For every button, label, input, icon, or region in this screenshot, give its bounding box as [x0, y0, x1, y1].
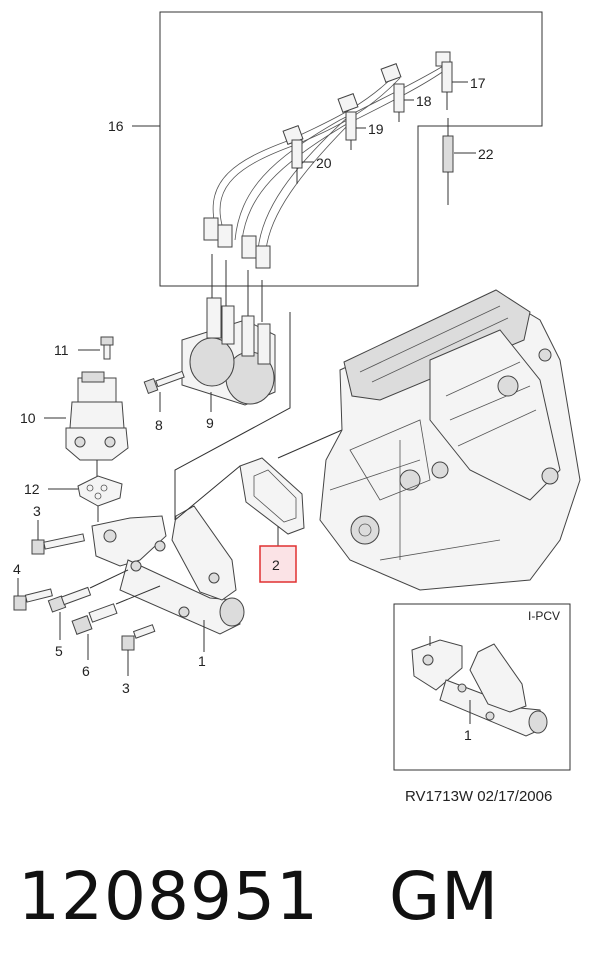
bolt-3-lower — [121, 624, 156, 651]
exploded-parts-diagram: 16 17 18 19 20 22 9 8 11 — [13, 11, 581, 771]
part-number: 1208951 — [18, 858, 319, 935]
callout-17: 17 — [470, 75, 486, 91]
callout-3-upper: 3 — [33, 503, 41, 519]
inset-title: I-PCV — [528, 609, 560, 623]
callout-19: 19 — [368, 121, 384, 137]
bolt-4 — [13, 588, 53, 611]
bolt-11 — [100, 336, 114, 360]
callout-16: 16 — [108, 118, 124, 134]
thermostat-housing-group — [91, 505, 245, 635]
callout-3-lower: 3 — [122, 680, 130, 696]
bolt-3-upper — [31, 533, 85, 555]
brand-name: GM — [388, 858, 500, 935]
highlight-box — [259, 545, 297, 583]
callout-10: 10 — [20, 410, 36, 426]
callout-1: 1 — [198, 653, 206, 669]
callout-5: 5 — [55, 643, 63, 659]
callout-12: 12 — [24, 481, 40, 497]
callout-4: 4 — [13, 561, 21, 577]
ignition-coil-group — [174, 297, 291, 520]
sensor-5 — [47, 569, 129, 613]
footer-caption: 1208951 GM — [18, 858, 499, 935]
callout-6: 6 — [82, 663, 90, 679]
callout-9: 9 — [206, 415, 214, 431]
egr-valve-group — [65, 371, 129, 478]
spark-plug-wire-set-group — [159, 11, 543, 287]
callout-18: 18 — [416, 93, 432, 109]
inset-callout-1: 1 — [464, 727, 472, 743]
sensor-6 — [71, 585, 161, 635]
bolt-8 — [143, 370, 185, 394]
callout-20: 20 — [316, 155, 332, 171]
reference-code: RV1713W 02/17/2006 — [405, 788, 553, 805]
callout-11: 11 — [54, 342, 69, 358]
gasket-2 — [239, 457, 305, 535]
inset-i-pcv — [393, 603, 571, 771]
engine-block — [319, 289, 581, 591]
egr-gasket-12 — [77, 475, 123, 507]
callout-8: 8 — [155, 417, 163, 433]
callout-2: 2 — [272, 557, 280, 573]
callout-22: 22 — [478, 146, 494, 162]
